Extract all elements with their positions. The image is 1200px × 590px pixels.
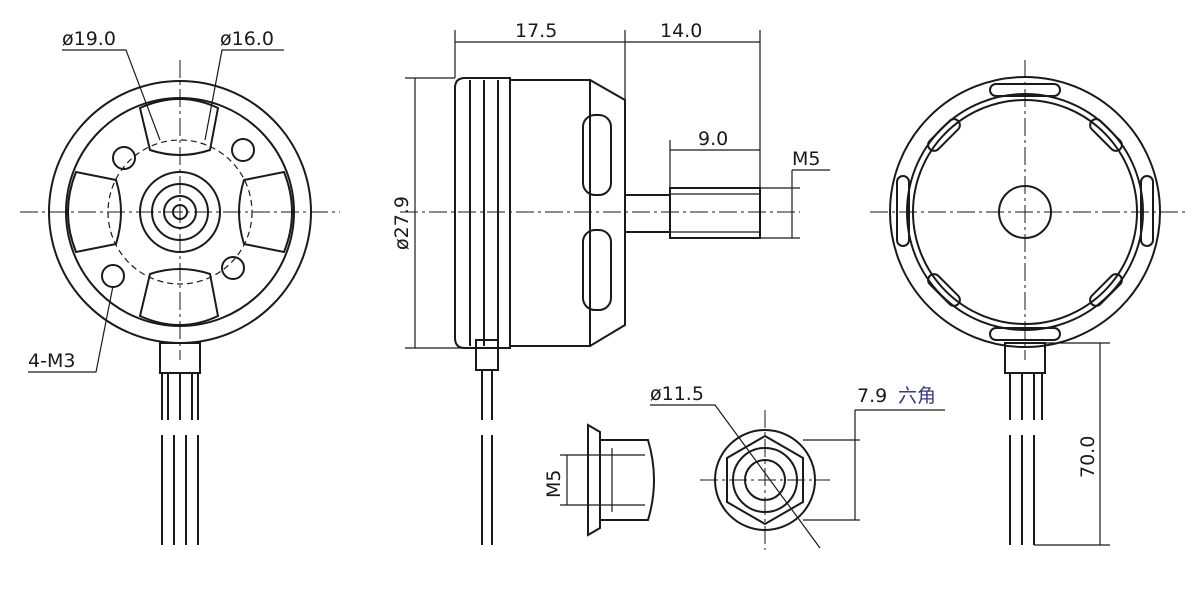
nut-diameter-label: ø11.5 — [650, 383, 704, 405]
body-length-label: 17.5 — [515, 20, 557, 42]
nut-views: M5 ø11.5 7.9 六角 — [543, 383, 945, 550]
front-view: ø19.0 ø16.0 4-M3 — [20, 28, 340, 545]
thread-length-label: 9.0 — [698, 128, 728, 150]
hex-type-label: 六角 — [898, 385, 936, 407]
lead-length-label: 70.0 — [1077, 436, 1099, 478]
dia-19-label: ø19.0 — [62, 28, 116, 50]
shaft-thread-label: M5 — [792, 148, 820, 170]
dia-16-label: ø16.0 — [220, 28, 274, 50]
mount-holes-label: 4-M3 — [28, 350, 75, 372]
rear-view: 70.0 — [870, 60, 1185, 546]
hex-size-label: 7.9 — [857, 385, 887, 407]
side-view: 17.5 14.0 9.0 M5 ø27.9 — [391, 20, 830, 545]
nut-thread-label: M5 — [543, 470, 565, 498]
shaft-length-label: 14.0 — [660, 20, 702, 42]
body-diameter-label: ø27.9 — [391, 196, 413, 250]
